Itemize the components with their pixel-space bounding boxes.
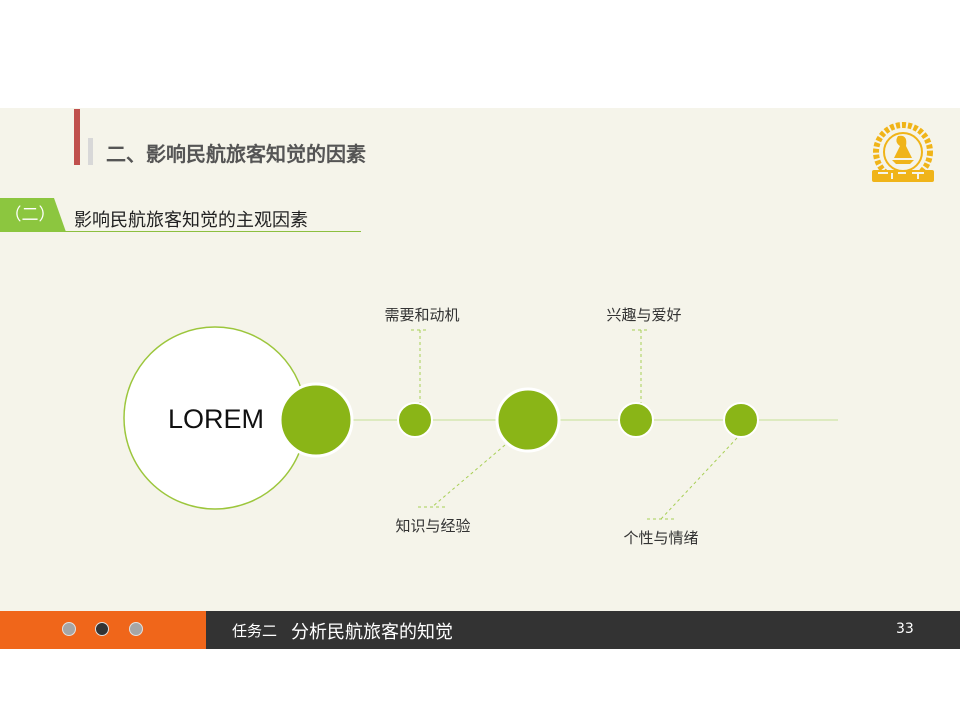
factor-label-top-2: 兴趣与爱好 [606,306,681,324]
slide: 二、影响民航旅客知觉的因素 （二） 影响民航旅客知觉的主观因素 LOREM [0,108,960,649]
airline-emblem-icon [868,122,938,186]
footer-title-panel [206,611,960,649]
node-large-2 [495,387,561,453]
subsection-tag: （二） [0,198,66,232]
title-accent-bar-secondary [88,138,93,165]
footer-topic-label: 分析民航旅客的知觉 [291,622,453,643]
footer-task-label: 任务二 [232,622,278,640]
footer-nav-panel [0,611,206,649]
connector-bottom-2 [660,437,738,520]
page-number: 33 [896,621,914,637]
subsection-underline [64,231,361,232]
node-large-1 [278,382,354,458]
nav-dot-1[interactable] [62,622,76,636]
node-small-1 [397,402,433,438]
subsection-title: 影响民航旅客知觉的主观因素 [74,210,308,231]
title-accent-bar [74,109,80,165]
factor-label-top-1: 需要和动机 [384,306,459,324]
page-title: 二、影响民航旅客知觉的因素 [106,142,366,166]
node-small-2 [618,402,654,438]
factor-label-bottom-1: 知识与经验 [395,517,470,535]
connector-bottom-1 [431,444,506,508]
nav-dot-2[interactable] [95,622,109,636]
factor-diagram: LOREM 需要和动机 兴趣与爱好 知识与经验 个性与情绪 [123,306,838,547]
footer-bar: 任务二 分析民航旅客的知觉 33 [0,611,960,649]
center-label: LOREM [168,404,264,434]
factor-label-bottom-2: 个性与情绪 [623,529,698,547]
node-small-3 [723,402,759,438]
subsection-tag-label: （二） [4,205,56,225]
nav-dot-3[interactable] [129,622,143,636]
